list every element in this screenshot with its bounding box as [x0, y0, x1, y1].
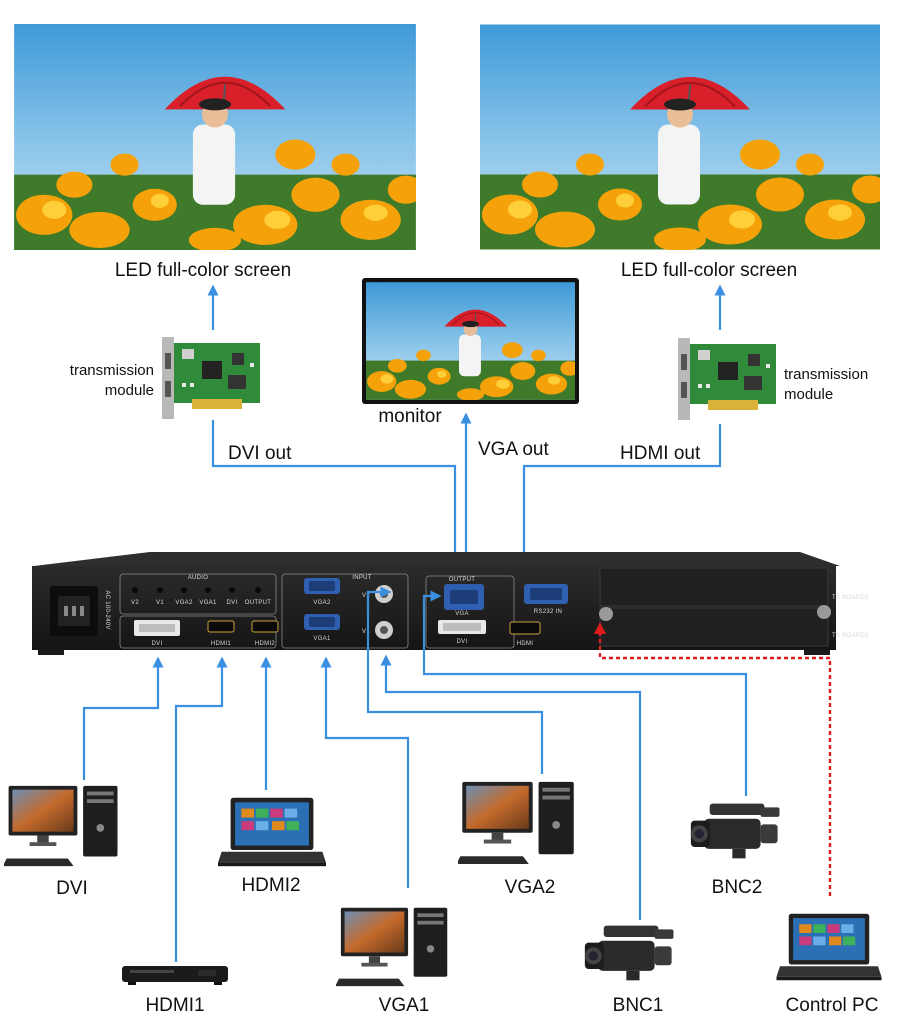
- hdmi-output-port: [509, 621, 541, 635]
- led-screen-right: [480, 24, 880, 250]
- bnc-v2-label: V2: [362, 593, 370, 599]
- wire-control-pc: [594, 622, 832, 896]
- bnc-v1-label: V1: [362, 629, 370, 635]
- source-vga2-label: VGA2: [505, 877, 556, 898]
- audio-label: AUDIO: [188, 575, 209, 581]
- tx-board-1: [599, 607, 829, 647]
- hdmi2-port-label: HDMI2: [255, 641, 276, 647]
- wire-dvi-in: [82, 656, 164, 780]
- transmission-module-left-label-1: transmission: [70, 362, 154, 379]
- output-label: OUTPUT: [449, 577, 475, 583]
- wire-bnc2-in: [422, 590, 748, 796]
- audio-port-vga1: VGA1: [199, 600, 217, 606]
- landscape-photo: [366, 282, 575, 400]
- wire-bnc1-in: [380, 654, 642, 920]
- audio-port-output: OUTPUT: [245, 600, 271, 606]
- transmission-module-right-label-1: transmission: [784, 366, 868, 383]
- tx-board-2: [599, 567, 829, 607]
- source-control-pc-label: Control PC: [786, 995, 879, 1016]
- wire-vga1-in: [320, 656, 410, 888]
- wire-hdmi1-in: [174, 656, 228, 962]
- source-hdmi1-label: HDMI1: [145, 995, 204, 1016]
- tx-board2-label: TX BOARD2: [832, 595, 869, 601]
- audio-port-v2: V2: [131, 600, 139, 606]
- laptop-icon: [776, 913, 882, 981]
- laptop-icon: [218, 797, 326, 867]
- wire-vga2-in: [366, 586, 544, 774]
- audio-port-v1: V1: [156, 600, 164, 606]
- wire-hdmi-out: [522, 424, 722, 622]
- power-label: AC 100-240V: [104, 590, 110, 629]
- rs232-label: RS232 IN: [534, 609, 562, 615]
- hdmi1-port-label: HDMI1: [211, 641, 232, 647]
- dvd-player-icon: [122, 966, 228, 985]
- audio-port-vga2: VGA2: [175, 600, 193, 606]
- hdmi-output-label: HDMI: [517, 641, 534, 647]
- desktop-pc-icon: [4, 785, 118, 867]
- tx-board1-label: TX BOARD1: [832, 633, 869, 639]
- desktop-pc-icon: [336, 907, 448, 987]
- monitor: [362, 278, 579, 404]
- vga2-port-label: VGA2: [313, 600, 331, 606]
- hdmi1-input-port: [207, 620, 235, 633]
- input-label: INPUT: [352, 575, 372, 581]
- dvi-output-label: DVI: [457, 639, 468, 645]
- source-bnc2-label: BNC2: [712, 877, 763, 898]
- video-processor-device: AC 100-240V AUDIO V2 V1 VGA2 VGA1 DVI OU…: [32, 552, 869, 655]
- pcb-card-icon: [162, 337, 260, 419]
- camcorder-icon: [690, 803, 780, 859]
- source-vga1-label: VGA1: [379, 995, 430, 1016]
- landscape-photo: [14, 24, 416, 250]
- desktop-pc-icon: [458, 781, 574, 865]
- led-screen-right-label: LED full-color screen: [621, 260, 797, 281]
- camcorder-icon: [584, 925, 674, 981]
- source-bnc1-label: BNC1: [613, 995, 664, 1016]
- hdmi2-input-port: [251, 620, 279, 633]
- audio-port-dvi: DVI: [227, 600, 238, 606]
- transmission-module-right-label-2: module: [784, 386, 833, 403]
- vga1-port-label: VGA1: [313, 636, 331, 642]
- hdmi-out-label: HDMI out: [620, 443, 701, 464]
- dvi-port-label: DVI: [152, 641, 163, 647]
- led-screen-left-label: LED full-color screen: [115, 260, 291, 281]
- vga-out-label: VGA out: [478, 439, 549, 460]
- dvi-out-label: DVI out: [228, 443, 292, 464]
- source-hdmi2-label: HDMI2: [241, 875, 300, 896]
- monitor-label: monitor: [378, 406, 442, 427]
- led-screen-left: [14, 24, 416, 250]
- pcb-card-icon: [678, 338, 776, 420]
- landscape-photo: [480, 24, 880, 250]
- transmission-module-left-label-2: module: [105, 382, 154, 399]
- vga-output-label: VGA: [455, 611, 469, 617]
- source-dvi-label: DVI: [56, 878, 88, 899]
- wire-dvi-out: [211, 420, 457, 590]
